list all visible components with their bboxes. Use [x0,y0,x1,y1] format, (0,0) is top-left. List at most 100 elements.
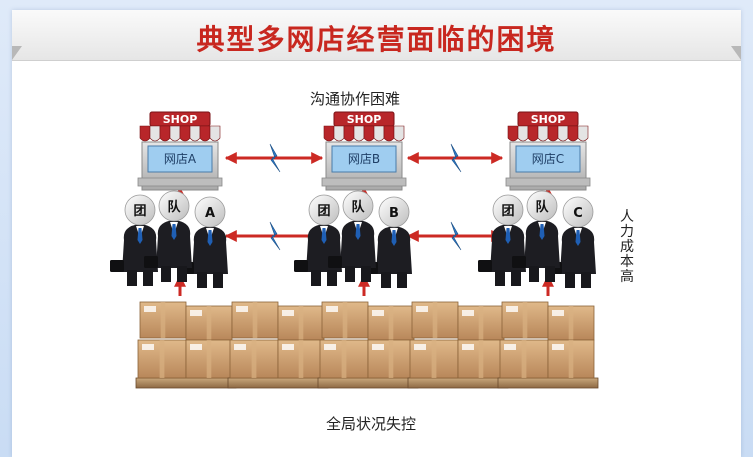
box-tape [298,340,304,378]
suit [192,226,228,274]
leg-right [581,272,591,288]
box-stack-4 [407,301,509,389]
box-stack-5 [497,301,599,389]
cardboard-box [501,301,549,339]
head [342,190,374,222]
team-char: 团 [317,204,330,219]
tie [207,230,213,246]
communication-label: 沟通协作困难 [310,90,401,108]
leg-left [311,270,321,286]
awning-stripe [169,125,181,142]
awning-stripe [333,125,345,142]
leg-right [143,270,153,286]
team-member-2: 队 [328,190,376,282]
box-label [144,306,156,312]
cardboard-box [367,339,415,379]
box-stack-2 [227,301,329,389]
cardboard-box [547,305,595,341]
leg-left [565,272,575,288]
shop-name: 网店A [164,152,197,166]
box-label [414,344,426,350]
box-label [190,310,202,316]
box-tape [342,302,348,338]
box-label [282,310,294,316]
box-label [142,344,154,350]
tie [171,224,177,240]
box-tape [159,340,165,378]
double-arrow [224,221,324,251]
box-tape [206,306,212,340]
shop-sign-text: SHOP [531,113,566,126]
shop-base [137,177,223,187]
awning-stripe [209,125,221,142]
suit [376,226,412,274]
shop-window [331,145,397,173]
suit [560,226,596,274]
awning-stripe [353,125,365,142]
leg-right [361,266,371,282]
team-member-1: 团 [110,194,158,286]
box-label [234,344,246,350]
awning-stripe [373,125,385,142]
box-label [326,306,338,312]
cardboard-box [185,339,233,379]
box-label [236,306,248,312]
cardboard-box [231,301,279,339]
head [378,196,410,228]
title-banner [12,10,741,61]
box-label [372,344,384,350]
cardboard-box [139,301,187,339]
box-tape [388,306,394,340]
lightning-icon [450,143,462,173]
box-tape [521,340,527,378]
tie [391,230,397,246]
awning-stripe [393,125,405,142]
team-member-3: B [364,196,412,288]
double-arrow [406,143,504,173]
cardboard-box [367,305,415,341]
team-char: C [573,206,583,221]
tie [505,228,511,244]
horizontal-arrows [224,143,504,251]
head [562,196,594,228]
awning-stripe [537,125,549,142]
head [124,194,156,226]
cardboard-box [319,339,369,379]
double-arrow [224,143,324,173]
box-tape [568,340,574,378]
awning-stripe [199,125,211,142]
pallet [135,377,237,389]
box-label [552,310,564,316]
cardboard-box [321,301,369,339]
head [158,190,190,222]
leg-right [511,270,521,286]
cardboard-box [229,339,279,379]
tie [575,230,581,246]
box-label [504,344,516,350]
awning-stripe [323,125,335,142]
box-label [282,344,294,350]
team-member-2: 队 [144,190,192,282]
box-tape [522,302,528,338]
cardboard-box [277,305,325,341]
pallet [227,377,329,389]
awning-stripe [343,125,355,142]
head [194,196,226,228]
head [492,194,524,226]
awning-stripe [159,125,171,142]
cardboard-box [457,305,505,341]
team-char: 队 [351,200,365,215]
lightning-icon [450,221,462,251]
box-tape [206,340,212,378]
briefcase [512,256,526,268]
shop-name: 网店B [348,152,380,166]
awning-stripe [189,125,201,142]
box-label [462,310,474,316]
awning-stripe [517,125,529,142]
cardboard-box [409,339,459,379]
box-tape [478,306,484,340]
box-label [416,306,428,312]
